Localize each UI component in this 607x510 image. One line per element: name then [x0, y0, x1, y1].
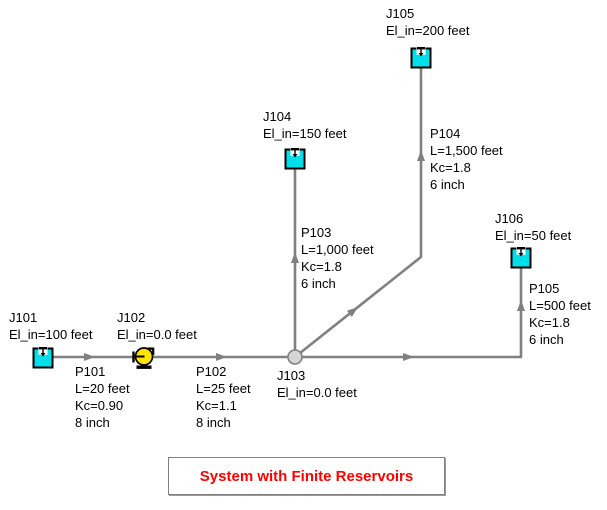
pipe-kc: Kc=1.8 — [301, 259, 342, 274]
pipe-kc: Kc=1.8 — [529, 315, 570, 330]
node-elevation: El_in=200 feet — [386, 23, 470, 38]
pipe-id: P101 — [75, 364, 106, 379]
node-id: J101 — [9, 310, 38, 325]
node-J106-reservoir-icon[interactable] — [510, 246, 532, 269]
node-elevation: El_in=0.0 feet — [117, 327, 197, 342]
pipe-id: P102 — [196, 364, 227, 379]
pipe-length: L=500 feet — [529, 298, 591, 313]
pipe-length: L=1,000 feet — [301, 242, 374, 257]
pipe-id: P105 — [529, 281, 560, 296]
node-id: J105 — [386, 6, 415, 21]
flow-arrow-icon — [84, 353, 95, 361]
flow-arrow-icon — [216, 353, 227, 361]
node-J105-reservoir-icon[interactable] — [410, 46, 432, 69]
pipe-diameter: 6 inch — [529, 332, 564, 347]
node-id: J104 — [263, 109, 292, 124]
title-annotation-box[interactable]: System with Finite Reservoirs — [168, 457, 445, 495]
reservoir-level-arrow — [292, 154, 298, 158]
pump-base — [136, 365, 152, 369]
label-pipe-P105: P105 L=500 feet Kc=1.8 6 inch — [529, 280, 591, 348]
label-node-J104: J104 El_in=150 feet — [263, 108, 346, 142]
flow-arrow-icon — [291, 252, 299, 263]
pipe-diameter: 8 inch — [75, 415, 110, 430]
label-node-J101: J101 El_in=100 feet — [9, 309, 92, 343]
node-id: J103 — [277, 368, 306, 383]
label-pipe-P101: P101 L=20 feet Kc=0.90 8 inch — [75, 363, 130, 431]
pipe-id: P103 — [301, 225, 332, 240]
pipe-diameter: 6 inch — [430, 177, 465, 192]
node-elevation: El_in=100 feet — [9, 327, 93, 342]
label-node-J105: J105 El_in=200 feet — [386, 5, 469, 39]
pipe-diameter: 8 inch — [196, 415, 231, 430]
node-J101-reservoir-icon[interactable] — [32, 346, 54, 369]
flow-arrow-icon — [517, 300, 525, 311]
pipe-diameter: 6 inch — [301, 276, 336, 291]
pipe-kc: Kc=1.8 — [430, 160, 471, 175]
pump-outlet-bracket — [147, 347, 155, 355]
node-J103-branch-icon[interactable] — [287, 349, 303, 365]
label-node-J103: J103 El_in=0.0 feet — [277, 367, 357, 401]
flow-arrow-icon — [417, 150, 425, 161]
label-pipe-P103: P103 L=1,000 feet Kc=1.8 6 inch — [301, 224, 374, 292]
pipe-P105[interactable] — [295, 267, 523, 359]
node-id: J106 — [495, 211, 524, 226]
flow-arrow-icon — [346, 307, 358, 317]
node-elevation: El_in=150 feet — [263, 126, 347, 141]
pipe-length: L=25 feet — [196, 381, 251, 396]
node-elevation: El_in=50 feet — [495, 228, 572, 243]
label-node-J102: J102 El_in=0.0 feet — [117, 309, 197, 343]
label-node-J106: J106 El_in=50 feet — [495, 210, 571, 244]
reservoir-level-arrow — [418, 53, 424, 57]
node-J104-reservoir-icon[interactable] — [284, 147, 306, 170]
node-elevation: El_in=0.0 feet — [277, 385, 357, 400]
pipe-length: L=20 feet — [75, 381, 130, 396]
label-pipe-P102: P102 L=25 feet Kc=1.1 8 inch — [196, 363, 251, 431]
pipe-id: P104 — [430, 126, 461, 141]
flow-arrow-icon — [403, 353, 414, 361]
reservoir-level-arrow — [40, 353, 46, 357]
reservoir-level-arrow — [518, 253, 524, 257]
pipe-length: L=1,500 feet — [430, 143, 503, 158]
diagram-title: System with Finite Reservoirs — [199, 467, 414, 485]
pipe-kc: Kc=0.90 — [75, 398, 124, 413]
pipe-P104[interactable] — [294, 67, 423, 359]
flow-arrows-layer — [84, 150, 525, 361]
node-J102-pump-icon[interactable] — [132, 347, 155, 369]
node-id: J102 — [117, 310, 146, 325]
pipe-kc: Kc=1.1 — [196, 398, 237, 413]
label-pipe-P104: P104 L=1,500 feet Kc=1.8 6 inch — [430, 125, 503, 193]
